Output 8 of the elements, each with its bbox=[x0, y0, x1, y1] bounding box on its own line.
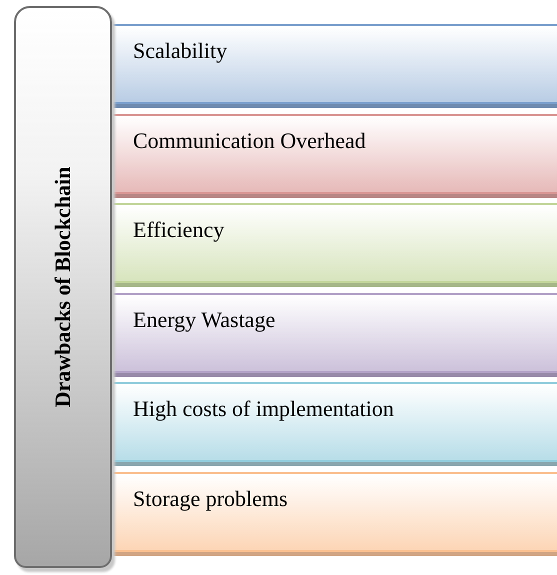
item-label: Efficiency bbox=[133, 217, 224, 243]
item-label: Scalability bbox=[133, 38, 228, 64]
item-label: High costs of implementation bbox=[133, 396, 394, 422]
item-label: Energy Wastage bbox=[133, 306, 276, 332]
item-label: Storage problems bbox=[133, 486, 288, 512]
panel-title: Drawbacks of Blockchain bbox=[50, 166, 76, 408]
title-panel bbox=[14, 6, 112, 568]
item-label: Communication Overhead bbox=[133, 128, 366, 154]
